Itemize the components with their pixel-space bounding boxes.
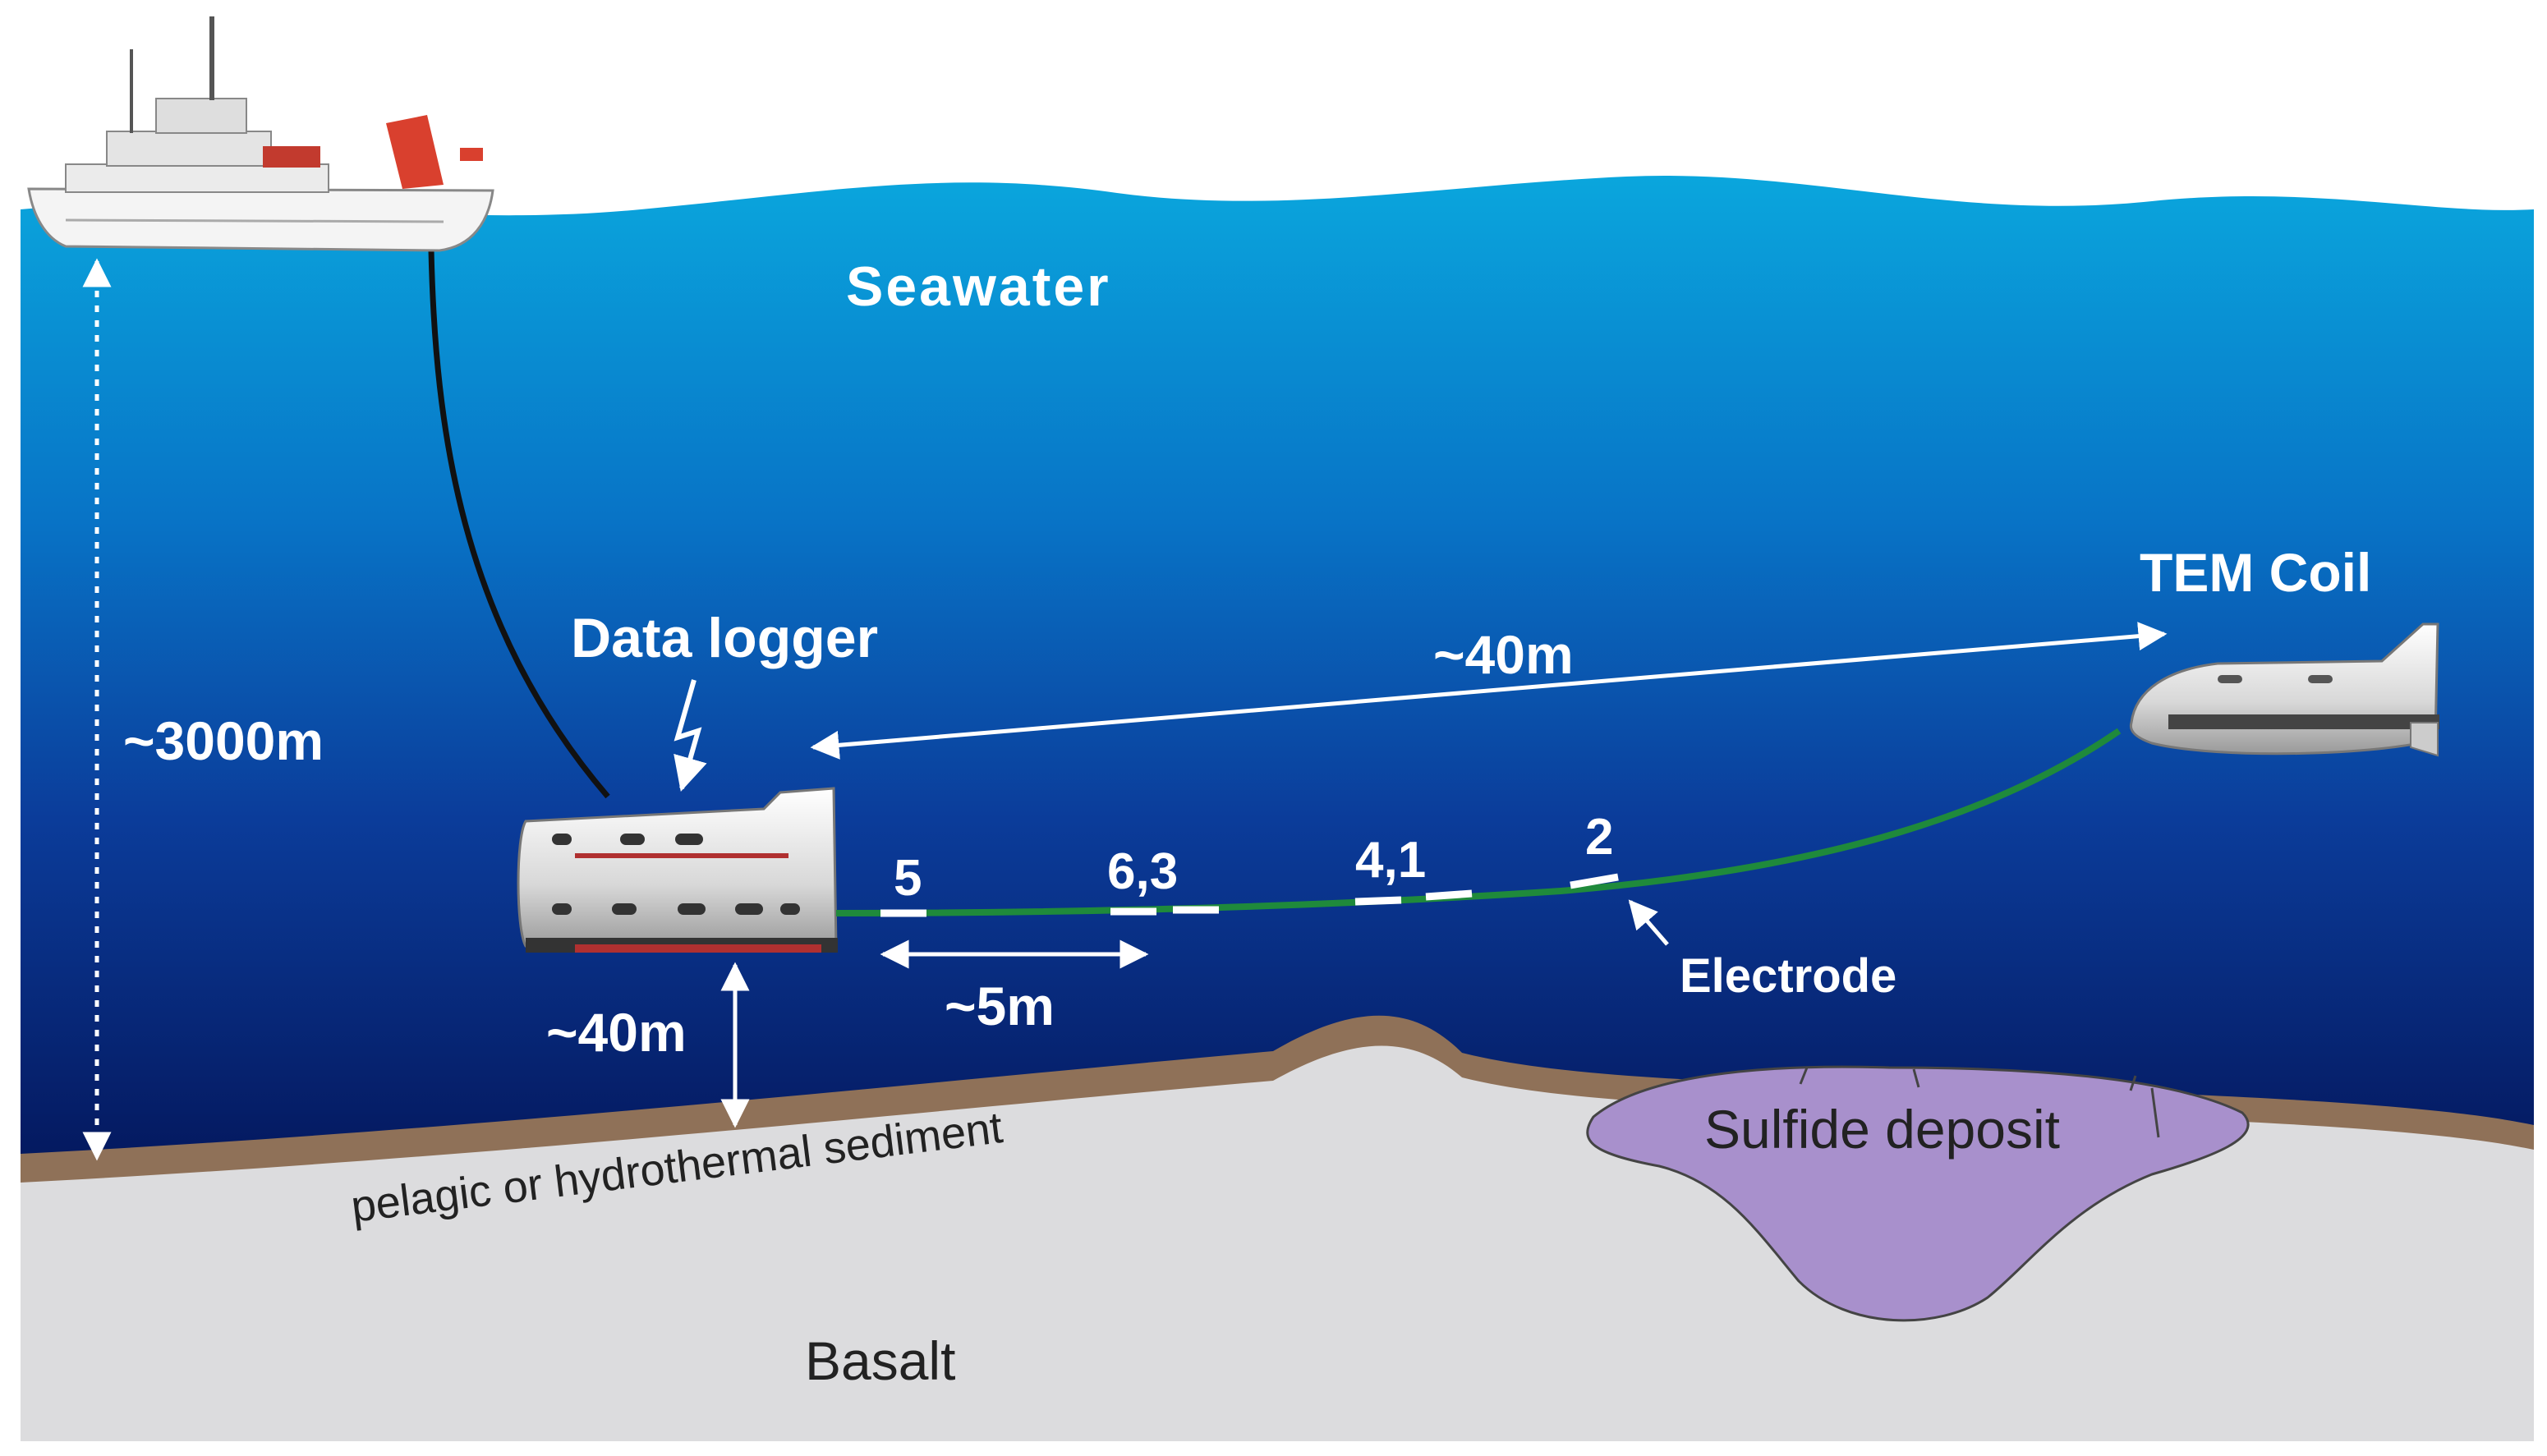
- coil-distance-label: ~40m: [1433, 624, 1574, 685]
- spacing-label: ~5m: [945, 976, 1055, 1036]
- altitude-label: ~40m: [546, 1002, 687, 1063]
- sulfide-crack: [1799, 1067, 2160, 1138]
- electrode-label-4-1: 4,1: [1355, 832, 1426, 889]
- basalt-label: Basalt: [805, 1330, 955, 1391]
- sulfide-deposit: [1586, 1065, 2250, 1322]
- depth-label: ~3000m: [123, 710, 324, 771]
- electrode-markers: [880, 873, 1619, 917]
- seawater-label: Seawater: [846, 255, 1111, 318]
- tem-coil-label: TEM Coil: [2140, 542, 2371, 603]
- sulfide-label: Sulfide deposit: [1704, 1099, 2060, 1160]
- electrode-label-5: 5: [894, 850, 922, 907]
- electrode-4: [1354, 896, 1402, 906]
- tem-coil: [2129, 622, 2439, 757]
- electrode-label: Electrode: [1680, 949, 1896, 1003]
- electrode-label-6-3: 6,3: [1107, 843, 1178, 900]
- coil-distance-line: [810, 622, 2168, 760]
- electrode-2: [1570, 873, 1619, 889]
- electrode-label-2: 2: [1585, 809, 1613, 866]
- electrode-pointer: [1628, 899, 1669, 946]
- electrode-1: [1425, 889, 1473, 901]
- ship: [27, 16, 494, 252]
- seawater-body: [21, 175, 2534, 1166]
- lightning-icon: [674, 679, 707, 792]
- data-logger: [517, 787, 838, 953]
- data-logger-label: Data logger: [571, 607, 878, 669]
- tether-cable: [428, 250, 610, 799]
- electrode-cable: [835, 728, 2122, 916]
